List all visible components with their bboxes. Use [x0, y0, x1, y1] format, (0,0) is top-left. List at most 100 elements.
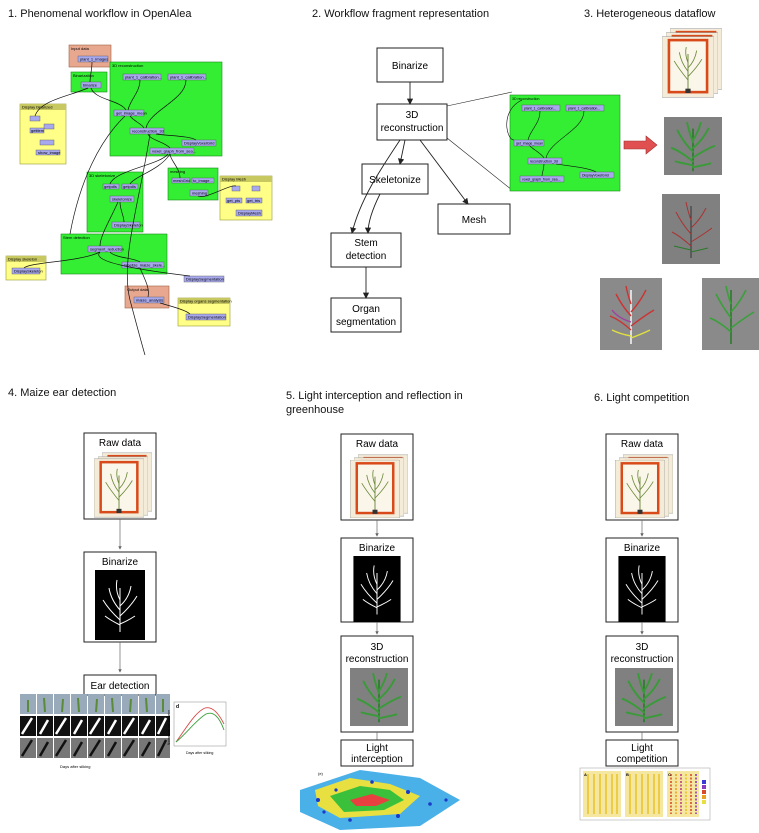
node-getitem[interactable] — [29, 127, 45, 134]
zoom-reconstruction-label: reconstruction_3d — [530, 160, 558, 164]
node-mesh-a-label: meshGrid — [173, 178, 190, 183]
node-dm-a[interactable] — [231, 185, 241, 192]
node-maize-analysis[interactable] — [133, 296, 165, 304]
ear-plot-series-1 — [175, 707, 225, 743]
zoom-voxel-graph-label: voxel_graph_from_sea... — [522, 178, 561, 182]
node-mesh-a[interactable] — [171, 177, 191, 184]
group-display-organ-seg-label: Display organs segmentation — [180, 299, 232, 304]
p6-recon-line1: 3D — [636, 642, 649, 653]
box-organ-segmentation[interactable] — [330, 297, 402, 333]
node-skel-b-label: getpdls — [123, 184, 136, 189]
node-show-image[interactable] — [35, 149, 61, 156]
node-segment-reduction[interactable] — [87, 245, 123, 253]
panel-5-title-line2: greenhouse — [286, 404, 345, 416]
node-getitem-2[interactable] — [39, 139, 55, 146]
node-get-pts[interactable] — [225, 197, 243, 204]
p5-box-light-interception[interactable] — [340, 739, 414, 767]
zoom-calib-a-label: plant_1_calibration... — [524, 107, 556, 111]
node-display-voxel[interactable] — [181, 139, 217, 147]
box-skeletonize[interactable] — [361, 163, 429, 195]
p4-raw-data-label: Raw data — [99, 438, 142, 449]
greenhouse-heatmap: (e) — [300, 770, 460, 830]
box-3d-reconstruction[interactable] — [376, 103, 448, 141]
panel-3-title: 3. Heterogeneous dataflow — [584, 8, 716, 20]
ear-plot-x-label: Days after silking — [186, 751, 213, 755]
box-3d-reconstruction-line1: 3D — [406, 110, 419, 121]
node-mesh-b[interactable] — [191, 177, 215, 184]
box-3d-reconstruction-line2: reconstruction — [381, 123, 444, 134]
p5-binarize-label: Binarize — [359, 543, 396, 554]
group-input-data-label: Input data — [71, 46, 90, 51]
node-display-segmentation[interactable] — [183, 275, 225, 283]
node-calib-b-label: plant_1_calibration... — [170, 75, 207, 80]
node-voxel-graph-label: voxel_graph_from_sea... — [152, 149, 196, 154]
heatmap-letter: (e) — [318, 771, 324, 776]
zoom-get-image-mean-label: get_image_mean — [516, 142, 543, 146]
node-plant-images-label: plant_1_images — [80, 57, 108, 62]
node-display-segmentation-label: DisplaySegmentation — [186, 277, 224, 282]
ear-diameter-plot: d Normalized ear diameter Days after sil… — [167, 701, 227, 755]
panel-4-ear-detection: Raw data Binarize Ear detection — [20, 432, 227, 769]
box-stem-detection-line2: detection — [346, 251, 387, 262]
competition-letter-c: C — [668, 772, 671, 777]
p6-box-light-competition[interactable] — [605, 739, 679, 767]
node-skel-a[interactable] — [102, 183, 120, 190]
voxel-plant-image — [664, 115, 722, 177]
p6-binarize-label: Binarize — [624, 543, 661, 554]
zoom-display-voxel — [579, 171, 615, 179]
node-skeletonize[interactable] — [109, 195, 135, 203]
panel-5-title-line1: 5. Light interception and reflection in — [286, 390, 463, 402]
p4-ear-detection-label: Ear detection — [91, 681, 150, 692]
node-display-skel-2[interactable] — [11, 267, 41, 275]
panel-6-light-competition: Raw data Binarize 3D reconstruction Ligh… — [579, 433, 711, 821]
node-get-tris-label: get_tris — [247, 198, 260, 203]
competition-maps: A B C — [579, 767, 711, 821]
node-get-pts-label: get_pts — [227, 198, 240, 203]
node-skel-a-label: getpdls — [104, 184, 117, 189]
p6-recon-line2: reconstruction — [611, 654, 674, 665]
node-display-voxel-label: DisplayVoxelGrid — [184, 141, 214, 146]
box-mesh[interactable] — [437, 203, 511, 235]
node-get-tris[interactable] — [245, 197, 263, 204]
zoom-reconstruction — [527, 157, 563, 165]
box-binarize[interactable] — [376, 47, 444, 83]
node-plant-images[interactable] — [77, 55, 109, 63]
panel-2-title: 2. Workflow fragment representation — [312, 8, 490, 20]
p5-raw-data-label: Raw data — [356, 439, 399, 450]
node-calib-b[interactable] — [167, 73, 207, 81]
workflow-connections — [23, 61, 237, 356]
panel-1-title: 1. Phenomenal workflow in OpenAlea — [8, 8, 192, 20]
node-calib-a[interactable] — [122, 73, 162, 81]
node-voxel-graph[interactable] — [149, 147, 195, 155]
box-stem-detection-line1: Stem — [354, 238, 377, 249]
p5-light-line1: Light — [366, 743, 388, 754]
zoom-display-voxel-label: DisplayVoxelGrid — [582, 174, 609, 178]
node-display-seg-2[interactable] — [185, 313, 227, 321]
node-db-a[interactable] — [29, 115, 41, 122]
node-calib-a-label: plant_1_calibration... — [125, 75, 162, 80]
group-display-skeleton-label: Display skeleton — [8, 257, 37, 262]
node-display-mesh-label: DisplayMesh — [238, 211, 261, 216]
raw-images-stack — [662, 27, 722, 99]
node-meshing[interactable] — [189, 189, 209, 197]
competition-letter-b: B — [626, 772, 629, 777]
node-reconstruction-3d[interactable] — [129, 127, 165, 135]
node-get-image-mean-label: get_image_mean — [116, 111, 147, 116]
p5-recon-line2: reconstruction — [346, 654, 409, 665]
node-label-maize[interactable] — [121, 261, 165, 269]
node-get-image-mean[interactable] — [113, 109, 145, 117]
zoom-group-label: 3D reconstruction — [512, 97, 539, 101]
ear-plot-letter: d — [176, 704, 179, 710]
p6-raw-data-label: Raw data — [621, 439, 664, 450]
stem-detection-image — [600, 278, 662, 350]
node-db-b[interactable] — [43, 123, 55, 130]
panel-6-title: 6. Light competition — [594, 392, 690, 404]
node-display-skel[interactable] — [111, 221, 141, 229]
node-dm-b[interactable] — [251, 185, 261, 192]
zoom-calib-b — [565, 104, 605, 112]
p6-light-line2: competition — [616, 754, 667, 765]
group-skeletonize-label: 3D skeletonize — [89, 173, 116, 178]
panel-5-light-interception: Raw data Binarize 3D reconstruction Ligh… — [300, 433, 460, 830]
node-display-mesh[interactable] — [235, 209, 263, 217]
